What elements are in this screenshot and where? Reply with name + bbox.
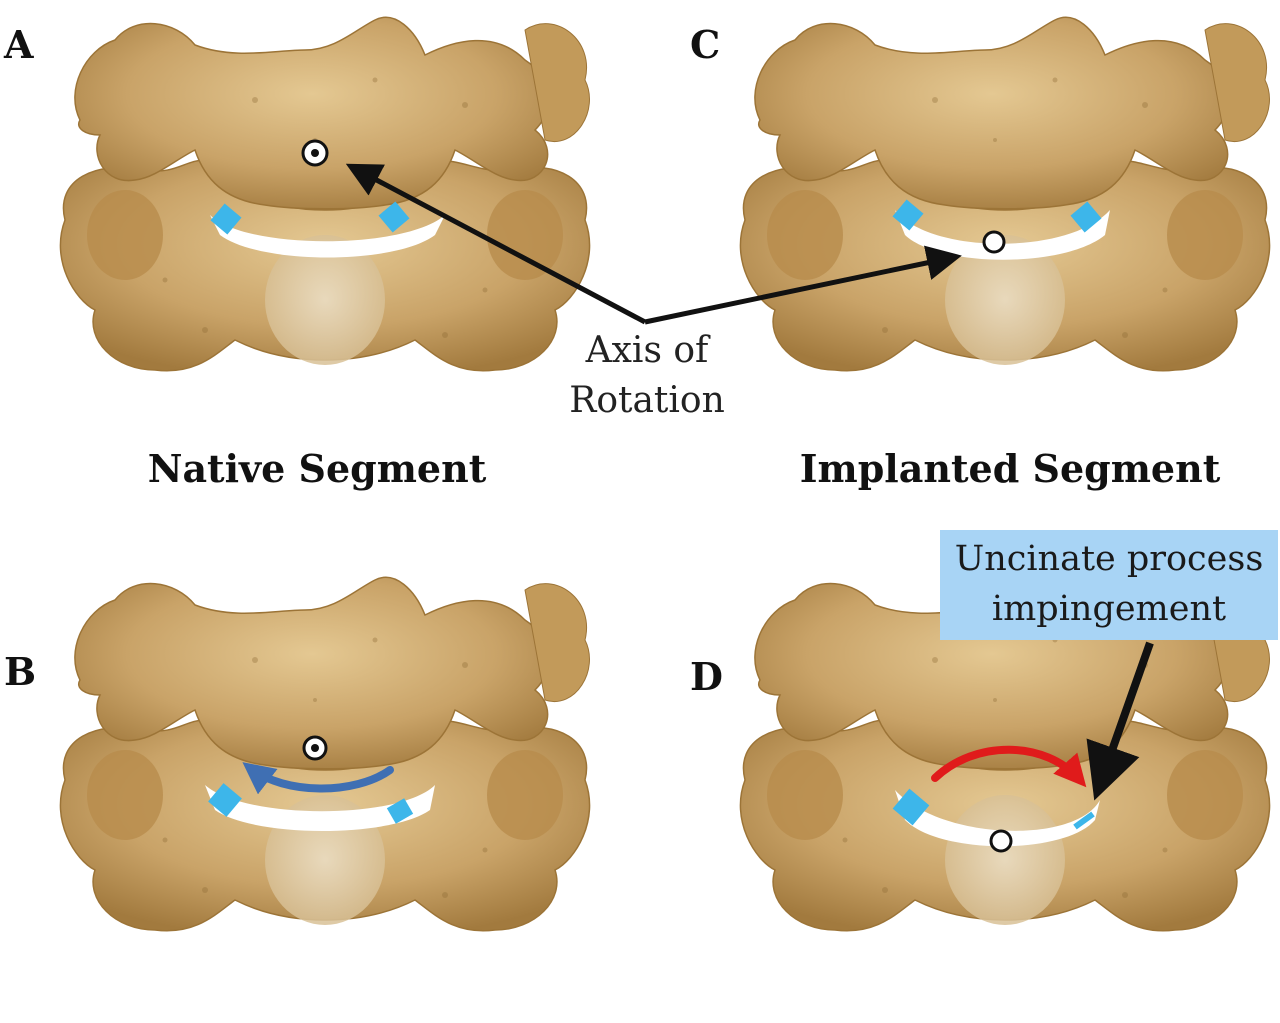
disc-marker-right <box>378 201 410 233</box>
disc-space <box>205 785 435 831</box>
disc-marker-left <box>892 788 930 826</box>
disc-marker-right <box>1073 811 1095 830</box>
panel-A <box>59 16 591 372</box>
axis-of-rotation-marker <box>982 230 1006 254</box>
panel-letter-D: D <box>690 654 723 699</box>
panel-B <box>59 576 591 932</box>
panel-D <box>739 576 1271 932</box>
axis-of-rotation-marker <box>989 829 1013 853</box>
callout-line1: Uncinate process <box>955 539 1264 579</box>
disc-marker-right <box>386 798 414 824</box>
axis-label-line2: Rotation <box>569 380 725 421</box>
disc-marker-left <box>208 783 242 817</box>
red-rotation-arrow <box>931 745 1087 788</box>
callout-line2: impingement <box>992 589 1226 629</box>
panel-C <box>739 16 1271 372</box>
axis-label-line1: Axis of <box>585 330 711 371</box>
disc-marker-left <box>210 203 242 235</box>
disc-space <box>210 215 445 258</box>
disc-marker-left <box>892 199 924 231</box>
caption-native-segment: Native Segment <box>148 446 487 491</box>
impingement-callout-box <box>940 530 1278 640</box>
panel-letter-B: B <box>4 649 36 694</box>
disc-marker-right <box>1070 201 1102 233</box>
axis-pointer-arrow-right <box>644 245 962 325</box>
blue-rotation-arrow <box>242 762 394 795</box>
axis-pointer-arrow-left <box>345 163 647 325</box>
impingement-pointer-arrow <box>1086 641 1154 801</box>
panel-letter-C: C <box>690 22 720 67</box>
panel-letter-A: A <box>3 22 34 67</box>
disc-space <box>895 790 1100 847</box>
caption-implanted-segment: Implanted Segment <box>800 446 1221 491</box>
